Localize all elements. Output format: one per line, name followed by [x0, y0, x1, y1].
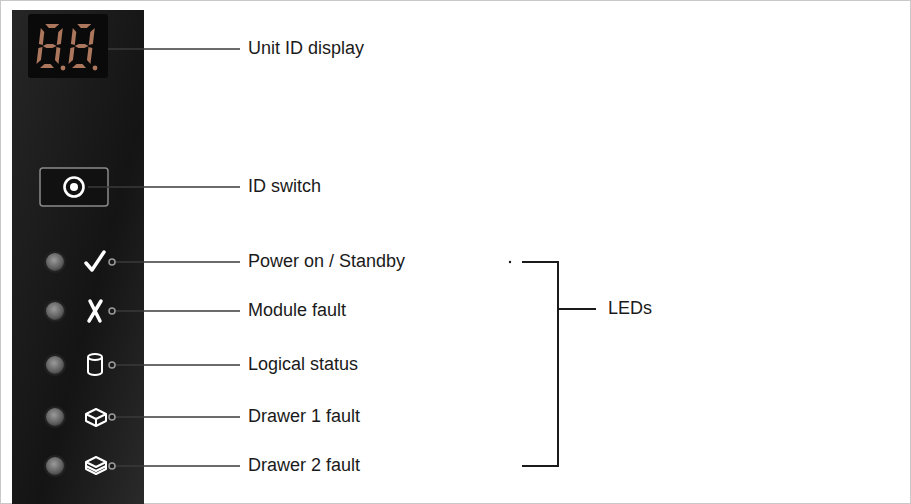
segment [75, 44, 89, 48]
segment [39, 28, 44, 45]
group-label: LEDs [608, 298, 652, 320]
part-label: Power on / Standby [248, 251, 405, 273]
led-lamps [45, 252, 65, 476]
front-panel [12, 10, 144, 504]
segment [57, 28, 63, 45]
seven-segment-digits [36, 24, 97, 70]
check-icon [86, 252, 104, 270]
leader-lines [88, 49, 240, 466]
cross-icon [89, 301, 101, 321]
part-label: Logical status [248, 354, 358, 376]
segment [55, 47, 60, 64]
part-label: Unit ID display [248, 38, 364, 60]
segment [68, 47, 74, 64]
segment [87, 47, 92, 64]
segment [89, 28, 95, 45]
switch-ring [65, 178, 84, 197]
decimal-point [93, 66, 98, 71]
decimal-point [61, 66, 66, 71]
part-label: Module fault [248, 300, 346, 322]
drawer2-icon [86, 457, 106, 474]
segment [43, 44, 57, 48]
part-label: Drawer 1 fault [248, 406, 360, 428]
drawer1-icon [86, 409, 106, 426]
display-window [28, 14, 108, 78]
segment [40, 64, 54, 68]
switch-dot [70, 183, 78, 191]
segment [45, 24, 59, 28]
segment [77, 24, 91, 28]
led-bracket [522, 262, 596, 466]
dot [509, 261, 511, 263]
segment [71, 28, 76, 45]
leader-ends [109, 259, 115, 469]
part-label: ID switch [248, 176, 321, 198]
segment [36, 47, 42, 64]
part-label: Drawer 2 fault [248, 455, 360, 477]
cylinder-icon [88, 354, 102, 375]
segment [72, 64, 86, 68]
